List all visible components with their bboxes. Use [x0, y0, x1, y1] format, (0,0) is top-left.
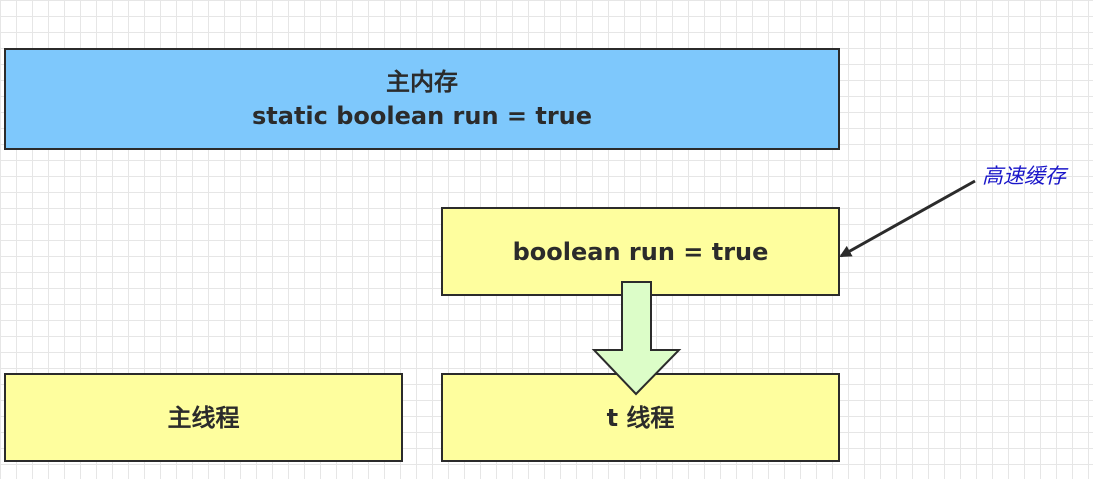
- main-thread-box: 主线程: [4, 373, 403, 462]
- down-arrow: [591, 281, 682, 396]
- main-thread-label: 主线程: [167, 403, 240, 432]
- main-memory-box: 主内存 static boolean run = true: [4, 48, 840, 150]
- t-thread-label: t 线程: [606, 403, 675, 432]
- cache-box: boolean run = true: [441, 207, 840, 296]
- cache-code: boolean run = true: [512, 237, 769, 266]
- main-memory-title: 主内存: [386, 68, 458, 96]
- main-memory-code: static boolean run = true: [251, 102, 593, 130]
- pointer-arrow: [839, 179, 976, 258]
- cache-label: 高速缓存: [982, 164, 1066, 188]
